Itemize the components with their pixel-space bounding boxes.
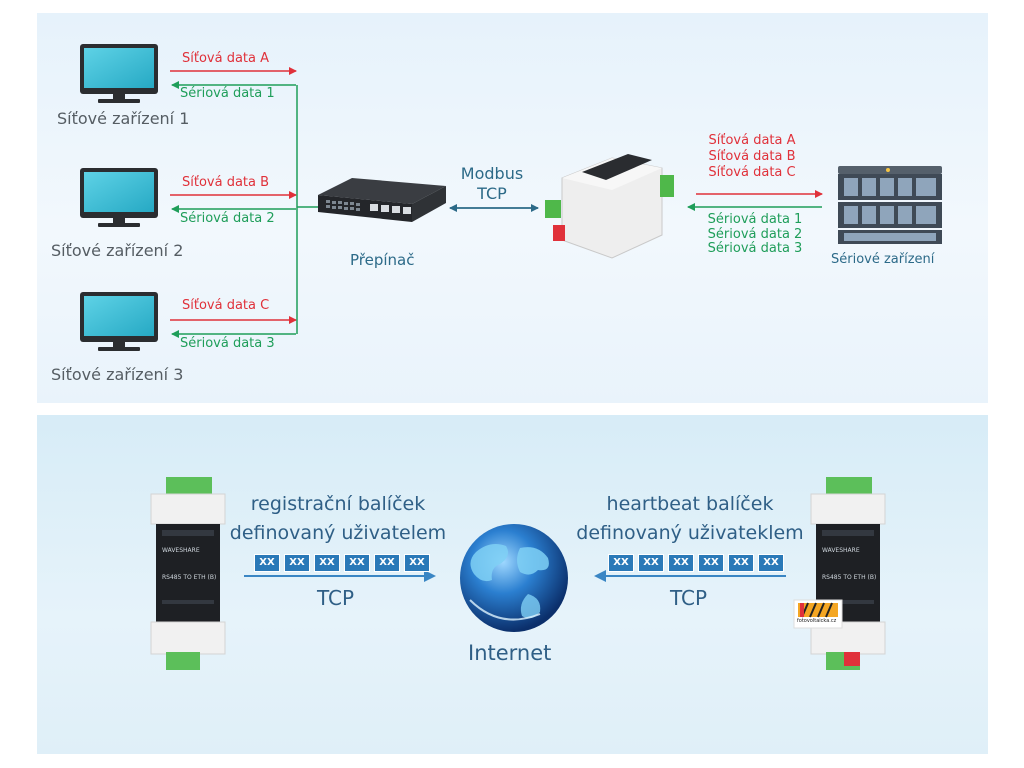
right-net-data-c: Síťová data C [708,165,796,180]
packet-byte: XX [284,554,310,572]
net-data-label-3: Síťová data C [182,298,270,313]
packet-byte: XX [698,554,724,572]
serial-data-label-3: Sériová data 3 [180,336,275,351]
server-rack-icon [838,166,942,244]
network-device-label-2: Síťové zařízení 2 [51,241,184,260]
packet-byte: XX [728,554,754,572]
modbus-label-line1: Modbus [460,164,524,183]
packet-byte: XX [314,554,340,572]
monitor-icon-3 [80,292,158,351]
left-module-icon [150,477,226,670]
network-device-label-3: Síťové zařízení 3 [51,365,184,384]
left-module-model: RS485 TO ETH (B) [162,574,217,581]
monitor-icon-1 [80,44,158,103]
registration-caption-line1: registrační balíček [250,493,426,515]
modbus-label-line2: TCP [477,184,507,203]
left-module-brand: WAVESHARE [162,547,200,554]
tcp-label-left: TCP [317,586,355,610]
packet-byte: XX [404,554,430,572]
packet-byte: XX [668,554,694,572]
right-packet-row: XX XX XX XX XX XX [608,554,784,572]
logo-text: fotovoltaicka.cz [797,618,837,624]
globe-icon [460,524,568,632]
serial-data-label-1: Sériová data 1 [180,86,275,101]
monitor-icon-2 [80,168,158,227]
right-net-data-b: Síťová data B [708,149,796,164]
heartbeat-packet-caption: heartbeat balíček definovaný uživateklem [572,490,808,548]
net-data-label-2: Síťová data B [182,175,270,190]
heartbeat-caption-line2: definovaný uživateklem [576,522,804,544]
left-packet-row: XX XX XX XX XX XX [254,554,430,572]
right-net-data-a: Síťová data A [708,133,796,148]
modbus-tcp-label: Modbus TCP [456,164,528,204]
registration-packet-caption: registrační balíček definovaný uživatele… [224,490,452,548]
packet-byte: XX [254,554,280,572]
serial-data-label-2: Sériová data 2 [180,211,275,226]
right-module-brand: WAVESHARE [822,547,860,554]
tcp-label-right: TCP [670,586,708,610]
right-net-data-list: Síťová data A Síťová data B Síťová data … [700,133,804,181]
switch-label: Přepínač [350,251,415,269]
network-device-label-1: Síťové zařízení 1 [57,109,190,128]
network-switch-icon [318,178,446,222]
serial-ethernet-module-icon [545,154,674,259]
heartbeat-caption-line1: heartbeat balíček [606,493,774,515]
right-serial-data-1: Sériová data 1 [707,212,803,227]
right-serial-data-list: Sériová data 1 Sériová data 2 Sériová da… [700,212,810,257]
fotovoltaicka-logo [793,599,843,629]
packet-byte: XX [758,554,784,572]
right-module-model: RS485 TO ETH (B) [822,574,877,581]
serial-device-label: Sériové zařízení [831,252,935,267]
packet-byte: XX [638,554,664,572]
right-serial-data-2: Sériová data 2 [707,226,803,242]
packet-byte: XX [344,554,370,572]
right-serial-data-3: Sériová data 3 [707,241,803,256]
packet-byte: XX [608,554,634,572]
left-data-arrows [170,67,322,338]
registration-caption-line2: definovaný uživatelem [229,522,447,544]
packet-byte: XX [374,554,400,572]
net-data-label-1: Síťová data A [182,51,270,66]
internet-label: Internet [468,641,552,665]
